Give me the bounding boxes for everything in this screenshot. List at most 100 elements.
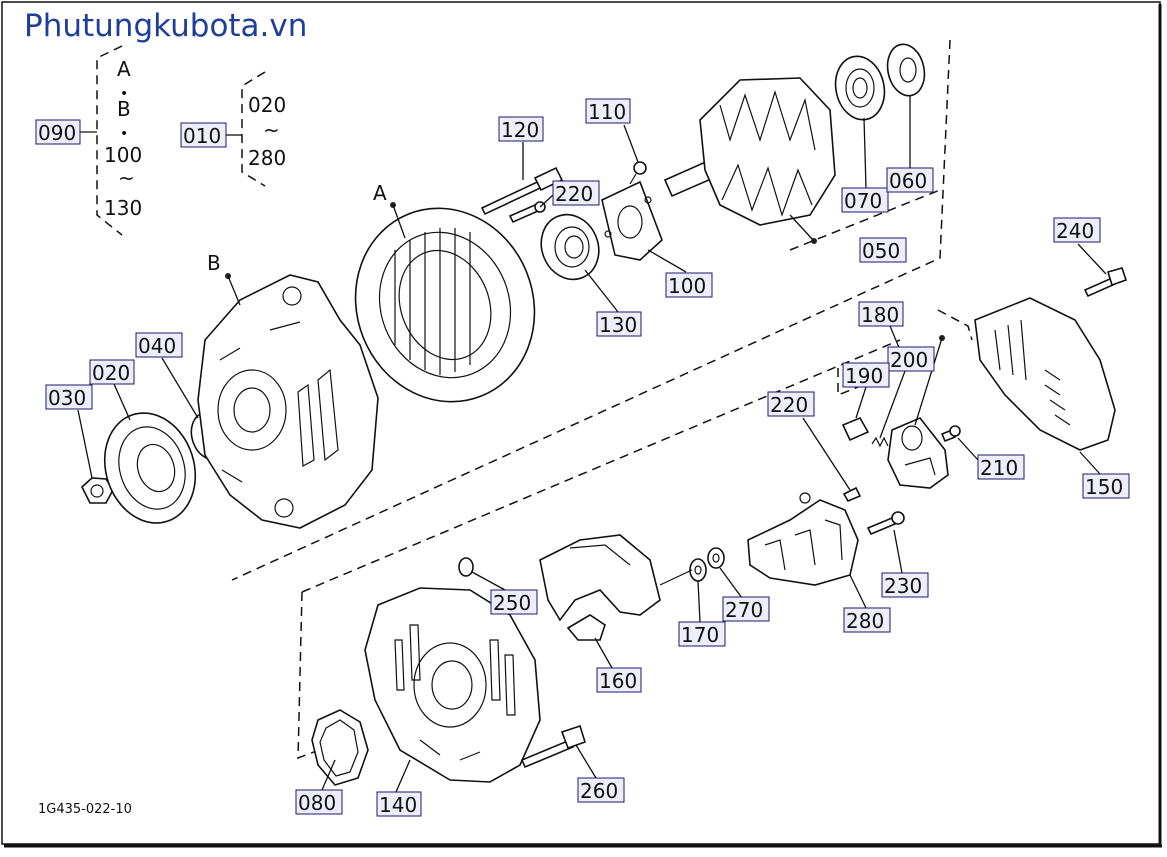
callout-130[interactable]: 130: [596, 311, 642, 337]
part-b-front-housing[interactable]: [197, 274, 379, 529]
group-010-item-020: 020: [248, 93, 286, 117]
callout-030[interactable]: 030: [45, 384, 93, 410]
assembly-letter-b: B: [207, 251, 221, 275]
boundary-rotor-group: [789, 189, 941, 251]
part-220-screw-upper[interactable]: [508, 201, 546, 224]
svg-text:100: 100: [668, 274, 706, 298]
leader-150: [1079, 451, 1101, 475]
svg-text:260: 260: [580, 779, 618, 803]
part-160-rectifier[interactable]: [539, 534, 661, 641]
svg-text:250: 250: [493, 591, 531, 615]
callout-170[interactable]: 170: [678, 621, 726, 647]
part-110-screw[interactable]: [629, 161, 647, 185]
callout-200[interactable]: 200: [887, 346, 935, 372]
part-080-gasket[interactable]: [311, 709, 369, 786]
page-frame: [1, 1, 1161, 845]
part-020-pulley[interactable]: [91, 401, 209, 535]
leader-110: [623, 124, 639, 163]
part-280-regulator[interactable]: [747, 492, 859, 586]
part-180-brush-holder[interactable]: [887, 417, 949, 489]
callout-080[interactable]: 080: [295, 789, 343, 815]
part-060-cover-plate[interactable]: [883, 41, 929, 99]
callout-150[interactable]: 150: [1082, 473, 1130, 499]
part-070-bearing[interactable]: [830, 52, 890, 125]
callout-220-lower[interactable]: 220: [767, 391, 815, 417]
svg-text:050: 050: [862, 239, 900, 263]
svg-text:060: 060: [889, 169, 927, 193]
callout-100[interactable]: 100: [665, 272, 713, 298]
callout-120[interactable]: 120: [498, 116, 544, 142]
site-watermark: Phutungkubota.vn: [24, 8, 307, 44]
group-090-item-130: 130: [104, 196, 142, 220]
callout-190[interactable]: 190: [842, 362, 890, 388]
leader-b: [227, 275, 241, 306]
part-240-bolt[interactable]: [1083, 267, 1128, 298]
svg-text:220: 220: [555, 182, 593, 206]
part-140-rear-housing[interactable]: [364, 587, 541, 783]
part-230-screw[interactable]: [866, 511, 905, 536]
leader-040: [161, 357, 199, 419]
callout-020[interactable]: 020: [89, 359, 135, 385]
callout-250[interactable]: 250: [490, 589, 538, 615]
callout-230[interactable]: 230: [881, 572, 929, 598]
svg-text:270: 270: [725, 598, 763, 622]
leader-170: [697, 580, 701, 623]
leader-140: [395, 759, 411, 793]
part-100-retainer-plate[interactable]: [601, 180, 663, 261]
svg-text:220: 220: [770, 393, 808, 417]
part-190-brush[interactable]: [841, 416, 870, 442]
part-150-rear-cover[interactable]: [974, 297, 1116, 451]
part-250-grommet[interactable]: [458, 557, 474, 577]
callout-270[interactable]: 270: [722, 596, 770, 622]
part-rotor-assembly[interactable]: [663, 77, 836, 226]
leader-a: [392, 204, 406, 239]
callout-220-upper[interactable]: 220: [552, 180, 600, 206]
callout-260[interactable]: 260: [577, 777, 625, 803]
drawing-code: 1G435-022-10: [38, 802, 132, 817]
part-120-through-bolt[interactable]: [480, 166, 564, 216]
leader-220-upper: [539, 194, 554, 208]
callout-090[interactable]: 090: [35, 119, 81, 145]
group-090-bracket: [96, 45, 123, 236]
svg-text:130: 130: [599, 313, 637, 337]
callout-010[interactable]: 010: [180, 122, 227, 148]
svg-text:160: 160: [599, 669, 637, 693]
callout-210[interactable]: 210: [977, 454, 1025, 480]
group-090-dot-1: •: [120, 86, 128, 102]
callout-040[interactable]: 040: [135, 332, 183, 358]
leader-210: [957, 437, 979, 461]
part-130-bearing[interactable]: [532, 206, 609, 288]
callout-140[interactable]: 140: [376, 791, 422, 817]
leader-250: [471, 571, 506, 591]
leader-260: [575, 744, 597, 779]
callout-110[interactable]: 110: [585, 98, 631, 124]
callout-160[interactable]: 160: [596, 667, 642, 693]
assembly-letter-a: A: [373, 181, 387, 205]
leader-100: [647, 249, 687, 273]
svg-text:040: 040: [138, 334, 176, 358]
callout-180[interactable]: 180: [858, 301, 904, 327]
group-090-item-100: 100: [104, 143, 142, 167]
leader-280: [849, 574, 867, 609]
leader-230: [893, 529, 903, 574]
part-260-bolt[interactable]: [520, 724, 586, 769]
part-a-stator[interactable]: [327, 181, 564, 429]
part-270-nut[interactable]: [707, 547, 725, 569]
part-210-screw[interactable]: [940, 425, 961, 443]
group-010-item-280: 280: [248, 146, 286, 170]
callout-050[interactable]: 050: [859, 237, 907, 263]
svg-text:240: 240: [1056, 219, 1094, 243]
callout-280[interactable]: 280: [843, 607, 891, 633]
boundary-190-group: [837, 368, 877, 397]
svg-text:150: 150: [1085, 475, 1123, 499]
part-220-screw-lower[interactable]: [842, 486, 862, 503]
svg-text:120: 120: [501, 118, 539, 142]
callout-240[interactable]: 240: [1053, 217, 1101, 243]
boundary-lower-top: [301, 339, 901, 593]
svg-text:010: 010: [183, 124, 221, 148]
callout-060[interactable]: 060: [886, 167, 934, 193]
callout-070[interactable]: 070: [841, 187, 889, 213]
part-170-washer[interactable]: [659, 558, 707, 586]
part-200-spring[interactable]: [871, 436, 889, 448]
